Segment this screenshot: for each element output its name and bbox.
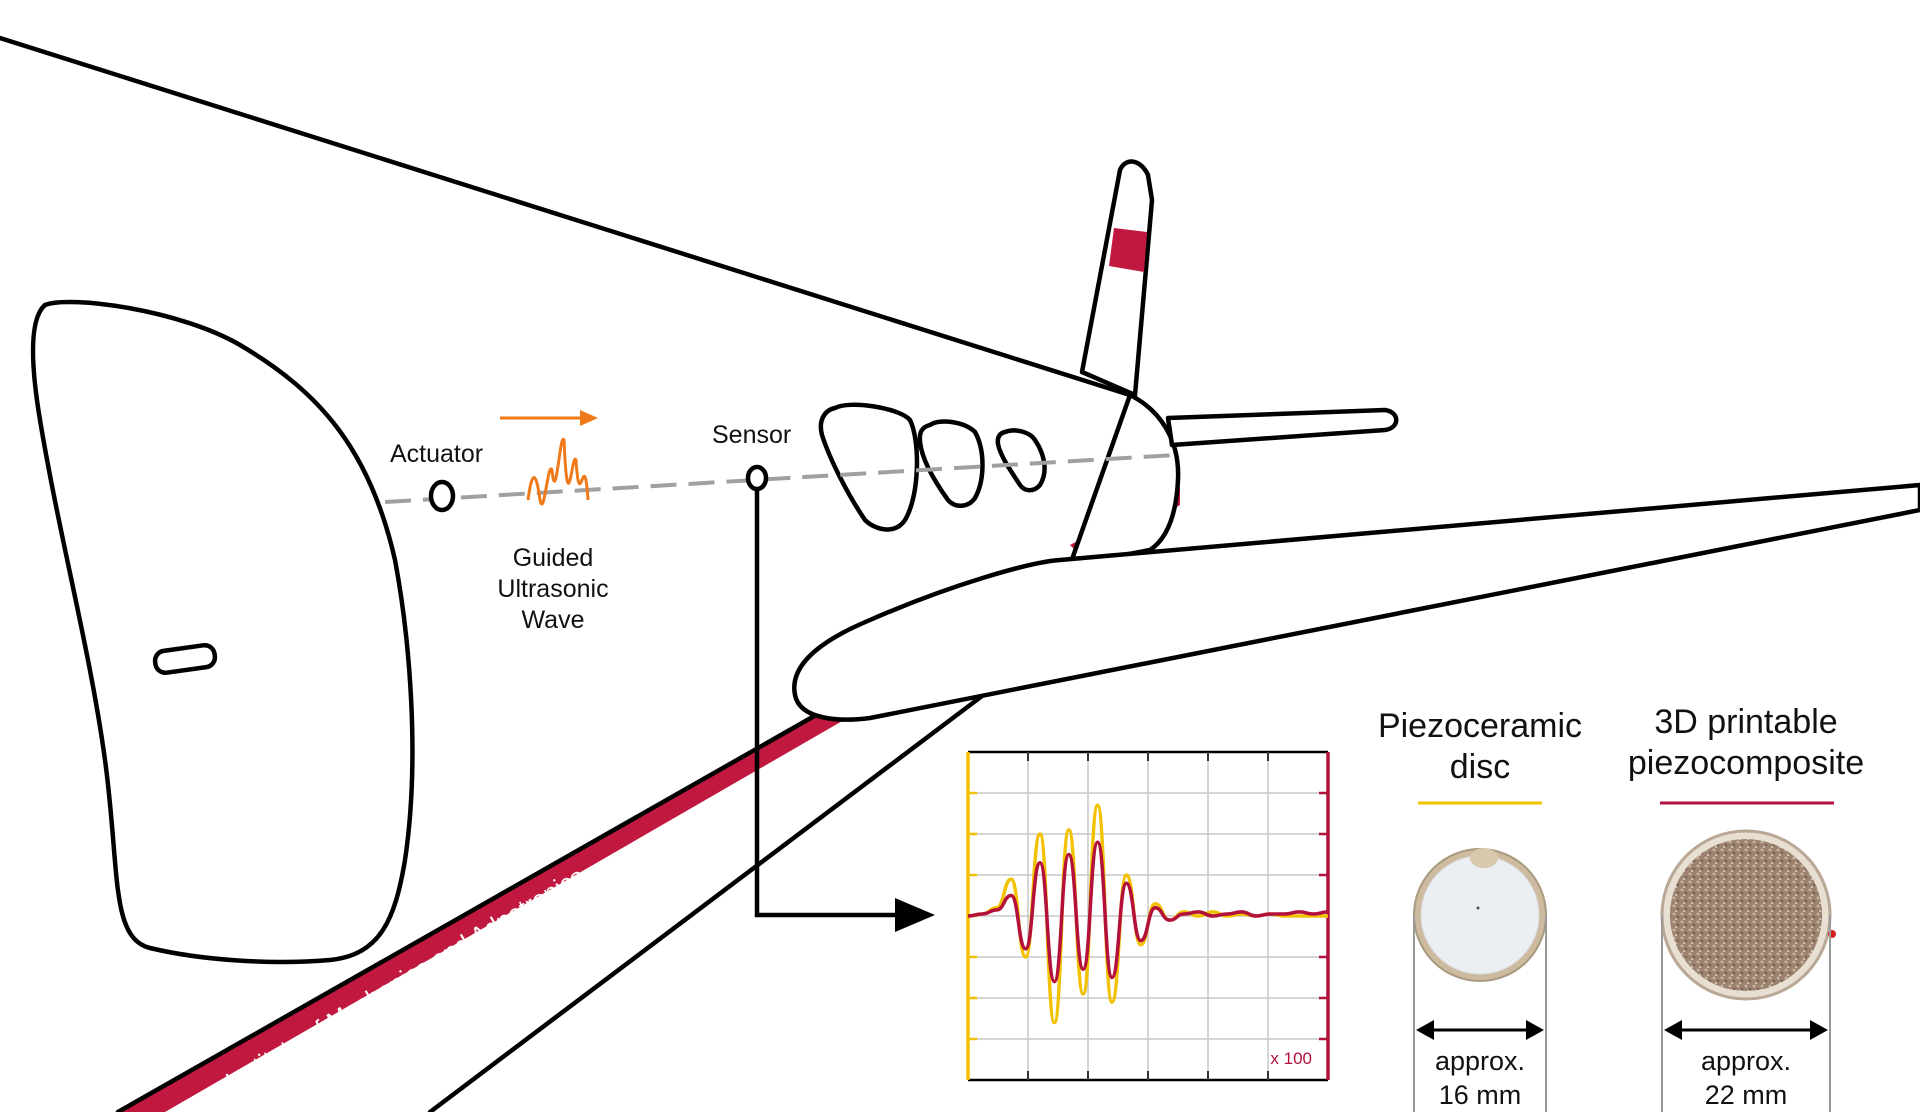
propagation-arrow-head	[580, 410, 598, 426]
tail-fin-stripe	[1109, 228, 1147, 272]
sensor-lead-line	[754, 490, 900, 918]
cabin-door	[30, 299, 415, 965]
door-handle	[152, 642, 218, 676]
wave-burst	[526, 437, 590, 506]
composite-title-line2: piezocomposite	[1628, 744, 1864, 782]
fuselage-lower-line	[427, 687, 993, 1112]
piezocomposite-photo	[1660, 829, 1836, 1001]
fuselage-top-line	[0, 35, 1133, 398]
window-1	[818, 402, 920, 532]
stripe-edge-line	[115, 687, 863, 1112]
chart-scale-label: x 100	[1270, 1049, 1312, 1068]
actuator-label: Actuator	[390, 440, 483, 468]
disc-arrowhead-right	[1526, 1020, 1544, 1040]
disc-size-line2: 16 mm	[1439, 1080, 1522, 1110]
horizontal-stabilizer	[1165, 407, 1399, 448]
chart-series-line-2	[967, 840, 1329, 984]
piezoceramic-disc-photo	[1413, 848, 1547, 982]
wave-label-line2: Ultrasonic	[497, 575, 608, 603]
wave-label-line3: Wave	[522, 606, 585, 634]
composite-arrowhead-left	[1664, 1020, 1682, 1040]
disc-arrowhead-left	[1416, 1020, 1434, 1040]
composite-size-line1: approx.	[1701, 1046, 1791, 1076]
sensor-marker	[745, 464, 769, 492]
composite-arrowhead-right	[1810, 1020, 1828, 1040]
disc-title-line1: Piezoceramic	[1378, 707, 1582, 745]
composite-title-line1: 3D printable	[1654, 703, 1837, 741]
wave-path	[384, 453, 1176, 504]
tail-fin	[1079, 159, 1155, 398]
window-2	[917, 419, 985, 508]
signal-chart: x 100	[966, 750, 1330, 1082]
window-3	[995, 428, 1047, 493]
wing	[792, 482, 1920, 722]
fuselage-tail-cone	[1067, 392, 1181, 568]
disc-size-line1: approx.	[1435, 1046, 1525, 1076]
wave-label-line1: Guided	[513, 544, 594, 572]
sensor-label: Sensor	[712, 421, 791, 449]
actuator-marker	[428, 479, 456, 513]
composite-size-line2: 22 mm	[1705, 1080, 1788, 1110]
disc-title-line2: disc	[1450, 748, 1510, 786]
sensor-lead-arrowhead	[895, 898, 935, 932]
